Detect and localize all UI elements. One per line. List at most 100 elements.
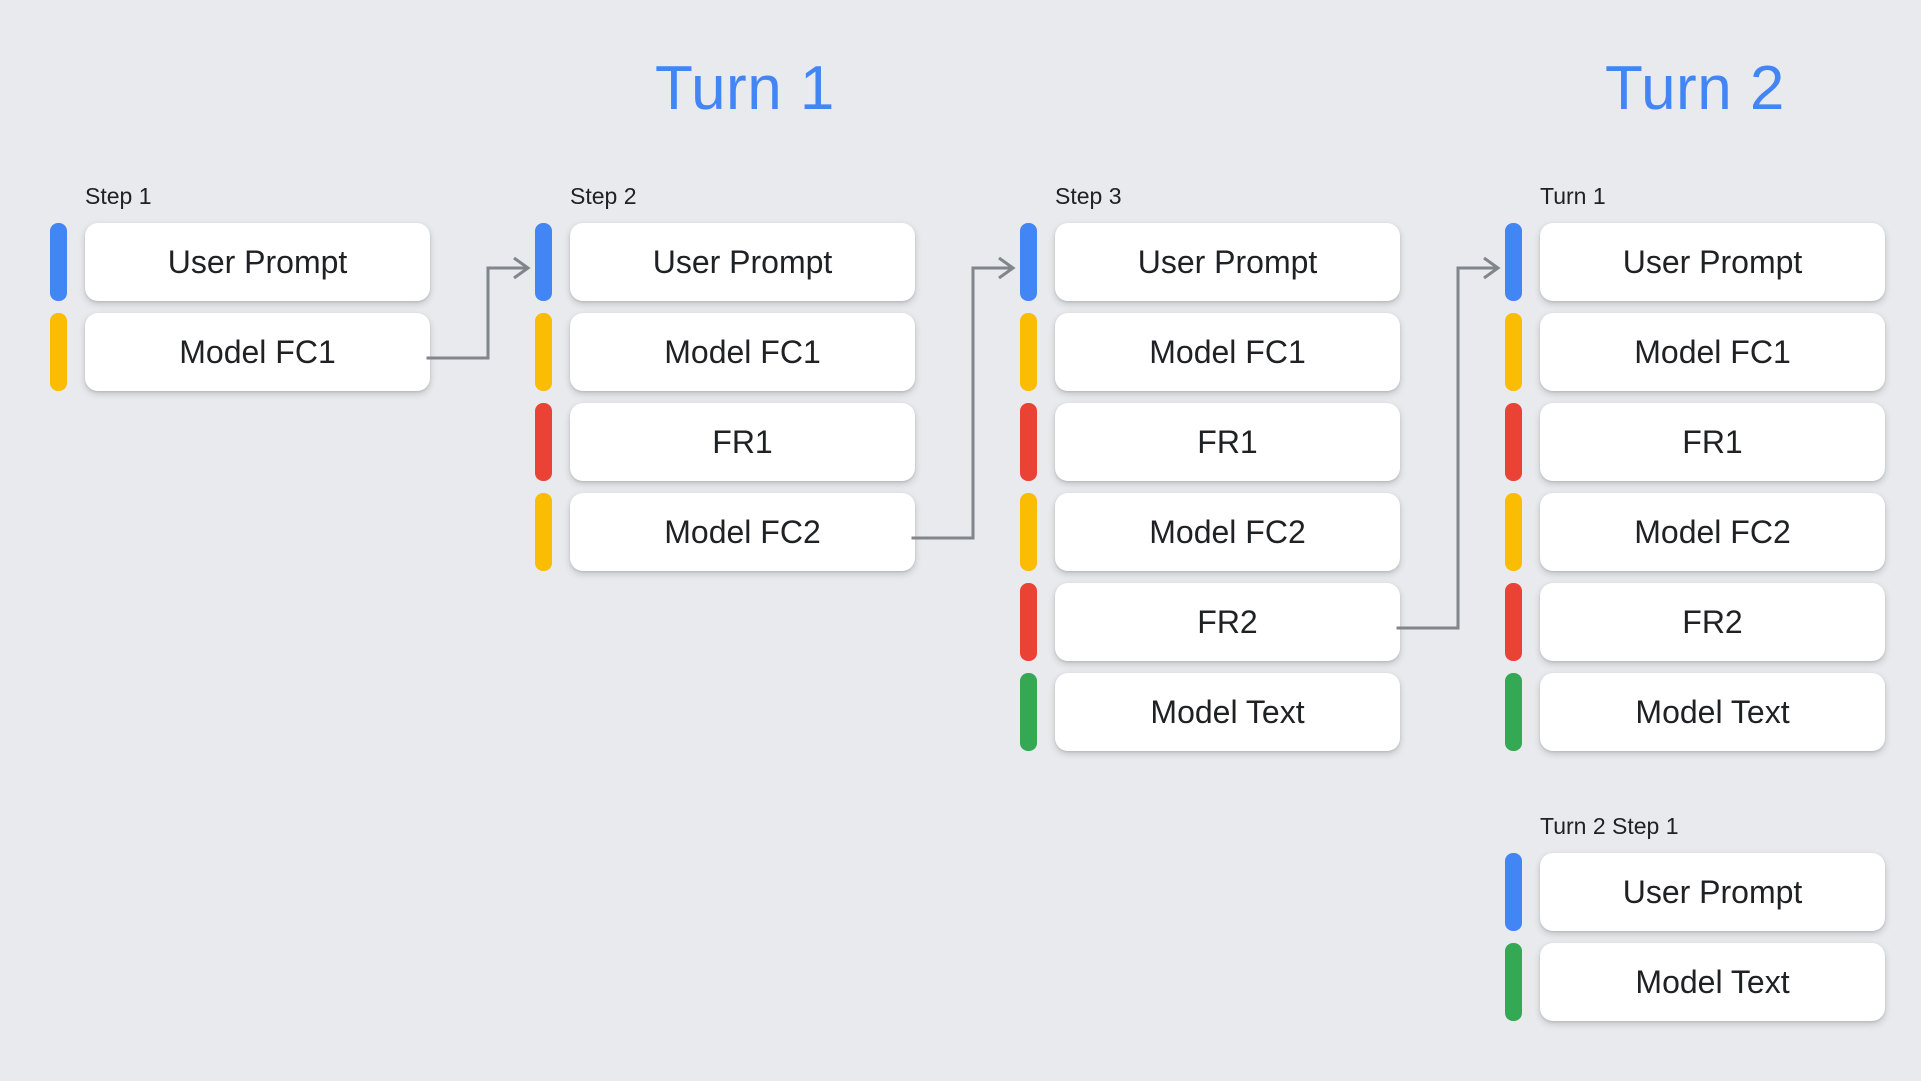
- card-model-fc2[interactable]: Model FC2: [1055, 493, 1400, 571]
- card-label: FR1: [1682, 424, 1743, 460]
- card-label: Model FC2: [1149, 514, 1306, 550]
- list-item[interactable]: User Prompt: [535, 223, 915, 301]
- list-item[interactable]: Model Text: [1505, 943, 1885, 1021]
- group-label-step-1: Step 1: [85, 183, 152, 209]
- status-bar-red: [1020, 403, 1037, 481]
- card-label: Model Text: [1150, 694, 1305, 730]
- list-item[interactable]: FR1: [1505, 403, 1885, 481]
- status-bar-green: [1020, 673, 1037, 751]
- list-item[interactable]: Model FC2: [535, 493, 915, 571]
- connector-step1-to-step2: [426, 250, 548, 390]
- card-model-text[interactable]: Model Text: [1055, 673, 1400, 751]
- list-item[interactable]: Model FC1: [1505, 313, 1885, 391]
- card-stack-step-2: User Prompt Model FC1 FR1 Model FC2: [535, 223, 915, 571]
- status-bar-yellow: [1505, 313, 1522, 391]
- group-label-step-3: Step 3: [1055, 183, 1122, 209]
- list-item[interactable]: Model FC1: [535, 313, 915, 391]
- list-item[interactable]: FR1: [535, 403, 915, 481]
- card-user-prompt[interactable]: User Prompt: [570, 223, 915, 301]
- turn-2-title: Turn 2: [1605, 54, 1785, 123]
- card-stack-step-3: User Prompt Model FC1 FR1 Model FC2: [1020, 223, 1400, 751]
- card-label: User Prompt: [1622, 874, 1803, 910]
- card-label: Model FC1: [1634, 334, 1791, 370]
- card-model-fc1[interactable]: Model FC1: [85, 313, 430, 391]
- card-label: Model Text: [1635, 964, 1790, 1000]
- card-model-text[interactable]: Model Text: [1540, 943, 1885, 1021]
- card-fr2[interactable]: FR2: [1540, 583, 1885, 661]
- list-item[interactable]: User Prompt: [1020, 223, 1400, 301]
- card-fr1[interactable]: FR1: [1540, 403, 1885, 481]
- card-stack-step-1: User Prompt Model FC1: [50, 223, 430, 391]
- card-user-prompt[interactable]: User Prompt: [1055, 223, 1400, 301]
- group-label-turn-2-step-1: Turn 2 Step 1: [1540, 813, 1679, 839]
- card-label: User Prompt: [1137, 244, 1318, 280]
- card-label: FR2: [1682, 604, 1743, 640]
- card-label: FR2: [1197, 604, 1258, 640]
- status-bar-yellow: [1020, 493, 1037, 571]
- group-turn-1-summary: Turn 1 User Prompt Model FC1 FR1: [1505, 185, 1885, 751]
- status-bar-blue: [1505, 223, 1522, 301]
- status-bar-red: [535, 403, 552, 481]
- card-user-prompt[interactable]: User Prompt: [1540, 223, 1885, 301]
- status-bar-yellow: [1020, 313, 1037, 391]
- card-label: User Prompt: [1622, 244, 1803, 280]
- status-bar-yellow: [535, 493, 552, 571]
- card-fr1[interactable]: FR1: [1055, 403, 1400, 481]
- card-model-fc1[interactable]: Model FC1: [1055, 313, 1400, 391]
- connector-step2-to-step3: [911, 250, 1033, 570]
- connector-step3-to-turn1: [1396, 250, 1518, 670]
- status-bar-yellow: [535, 313, 552, 391]
- card-user-prompt[interactable]: User Prompt: [1540, 853, 1885, 931]
- card-user-prompt[interactable]: User Prompt: [85, 223, 430, 301]
- status-bar-yellow: [1505, 493, 1522, 571]
- status-bar-red: [1020, 583, 1037, 661]
- card-stack-turn-1: User Prompt Model FC1 FR1 Model FC2: [1505, 223, 1885, 751]
- list-item[interactable]: Model FC1: [1020, 313, 1400, 391]
- card-model-fc1[interactable]: Model FC1: [1540, 313, 1885, 391]
- card-fr2[interactable]: FR2: [1055, 583, 1400, 661]
- list-item[interactable]: Model Text: [1020, 673, 1400, 751]
- list-item[interactable]: FR1: [1020, 403, 1400, 481]
- group-step-3: Step 3 User Prompt Model FC1 FR1: [1020, 185, 1400, 751]
- status-bar-blue: [1020, 223, 1037, 301]
- turn-1-title: Turn 1: [655, 54, 835, 123]
- list-item[interactable]: User Prompt: [1505, 853, 1885, 931]
- list-item[interactable]: Model FC2: [1505, 493, 1885, 571]
- list-item[interactable]: FR2: [1020, 583, 1400, 661]
- status-bar-blue: [50, 223, 67, 301]
- list-item[interactable]: User Prompt: [50, 223, 430, 301]
- group-label-step-2: Step 2: [570, 183, 637, 209]
- status-bar-green: [1505, 673, 1522, 751]
- group-turn-2-step-1: Turn 2 Step 1 User Prompt Model Text: [1505, 815, 1885, 1021]
- card-stack-turn-2-step-1: User Prompt Model Text: [1505, 853, 1885, 1021]
- list-item[interactable]: Model FC2: [1020, 493, 1400, 571]
- card-model-text[interactable]: Model Text: [1540, 673, 1885, 751]
- card-model-fc2[interactable]: Model FC2: [1540, 493, 1885, 571]
- card-label: User Prompt: [167, 244, 348, 280]
- list-item[interactable]: User Prompt: [1505, 223, 1885, 301]
- card-label: Model FC1: [179, 334, 336, 370]
- card-label: User Prompt: [652, 244, 833, 280]
- list-item[interactable]: Model FC1: [50, 313, 430, 391]
- card-fr1[interactable]: FR1: [570, 403, 915, 481]
- card-label: Model FC2: [664, 514, 821, 550]
- status-bar-red: [1505, 403, 1522, 481]
- group-step-1: Step 1 User Prompt Model FC1: [50, 185, 430, 391]
- card-label: FR1: [1197, 424, 1258, 460]
- card-model-fc2[interactable]: Model FC2: [570, 493, 915, 571]
- card-model-fc1[interactable]: Model FC1: [570, 313, 915, 391]
- list-item[interactable]: Model Text: [1505, 673, 1885, 751]
- status-bar-red: [1505, 583, 1522, 661]
- status-bar-blue: [535, 223, 552, 301]
- card-label: FR1: [712, 424, 773, 460]
- card-label: Model FC1: [664, 334, 821, 370]
- card-label: Model FC2: [1634, 514, 1791, 550]
- group-label-turn-1: Turn 1: [1540, 183, 1606, 209]
- status-bar-yellow: [50, 313, 67, 391]
- list-item[interactable]: FR2: [1505, 583, 1885, 661]
- group-step-2: Step 2 User Prompt Model FC1 FR1: [535, 185, 915, 571]
- card-label: Model Text: [1635, 694, 1790, 730]
- status-bar-blue: [1505, 853, 1522, 931]
- status-bar-green: [1505, 943, 1522, 1021]
